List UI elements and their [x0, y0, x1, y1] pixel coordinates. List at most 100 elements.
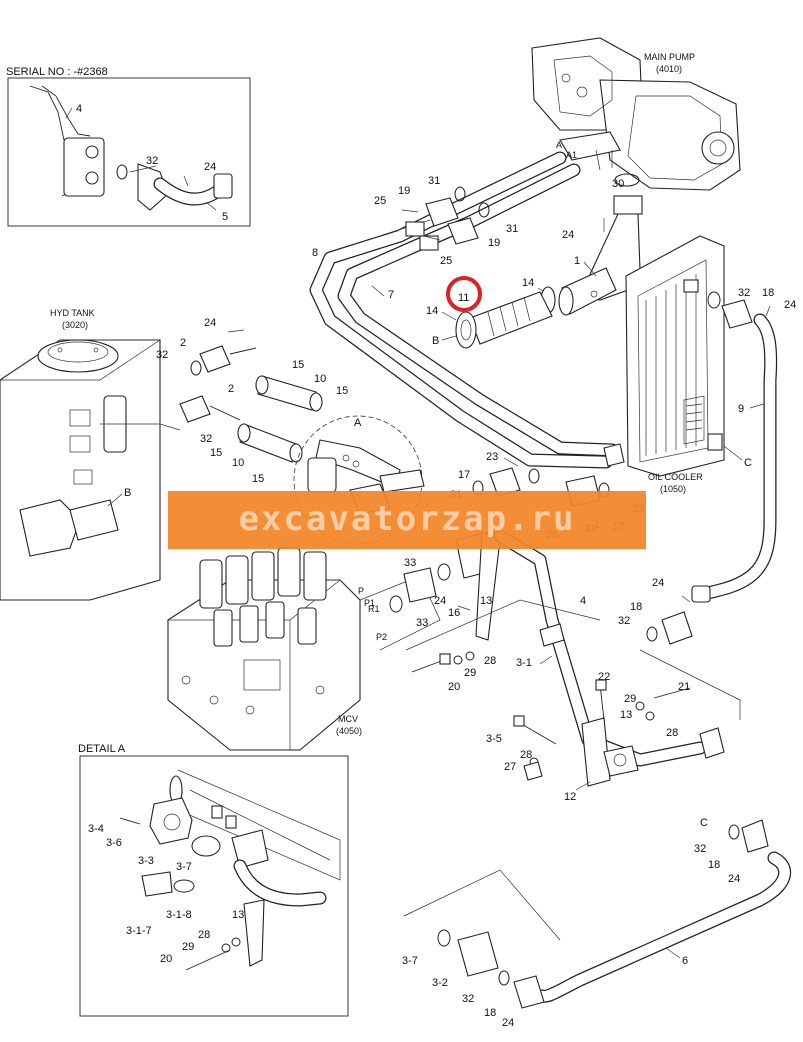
label-14-upper: 14	[522, 277, 534, 289]
label-28-right: 28	[666, 727, 678, 739]
serial-inset: SERIAL NO : -#2368 4 32 24 5	[6, 66, 251, 227]
hose-6-assembly: C 32 18 24 6 3-7 3-2 32 18 24	[402, 817, 792, 1029]
label-25-upper: 25	[374, 195, 386, 207]
label-3-7: 3-7	[402, 955, 418, 967]
pump-flanges: 19 31 25 31 19 25	[374, 175, 518, 267]
label-d-29: 29	[182, 941, 194, 953]
label-32-tank-lower: 32	[200, 433, 212, 445]
label-15-b: 15	[336, 385, 348, 397]
inset-flange-5	[137, 163, 169, 211]
label-14-lower: 14	[426, 305, 438, 317]
hose-9-assembly: 32 18 24 9	[691, 287, 796, 603]
label-32-right: 32	[618, 615, 630, 627]
label-3-5: 3-5	[486, 733, 502, 745]
oil-cooler-code: (1050)	[660, 484, 686, 494]
main-pump: MAIN PUMP (4010) A A1	[531, 37, 741, 191]
oil-cooler: OIL COOLER (1050) C	[625, 235, 752, 494]
label-28-bracket: 28	[520, 749, 532, 761]
label-15-a: 15	[292, 359, 304, 371]
label-4: 4	[580, 595, 586, 607]
label-17-left: 17	[458, 469, 470, 481]
watermark-band: excavatorzap.ru	[168, 491, 646, 549]
label-3-2: 3-2	[432, 977, 448, 989]
serial-inset-frame	[7, 77, 251, 227]
mcv-port-p: P	[358, 586, 364, 596]
label-29-mcv: 29	[464, 667, 476, 679]
label-18-right: 18	[630, 601, 642, 613]
port-a-label: A	[354, 417, 362, 429]
label-d-3-1-7: 3-1-7	[126, 925, 152, 937]
inset-oring-32	[116, 164, 128, 180]
flange-18-right	[661, 611, 693, 645]
label-21: 21	[678, 681, 690, 693]
detail-bushing	[141, 871, 173, 897]
serial-number-label: SERIAL NO : -#2368	[6, 66, 108, 78]
bracket-fasteners: 3-5 28 27	[486, 715, 557, 781]
label-24-mcv: 24	[434, 595, 446, 607]
label-24-suction: 24	[562, 229, 574, 241]
label-7: 7	[388, 289, 394, 301]
label-24-hose6: 24	[728, 873, 740, 885]
label-13-mcv: 13	[480, 595, 492, 607]
flange-18-hose6	[741, 819, 769, 853]
label-inset-24: 24	[204, 161, 216, 173]
label-d-3-1-8: 3-1-8	[166, 909, 192, 921]
label-28-mcv: 28	[484, 655, 496, 667]
mcv-port-p1: P1	[364, 598, 375, 608]
hose-11	[469, 291, 553, 345]
label-27: 27	[504, 761, 516, 773]
label-2-upper: 2	[180, 337, 186, 349]
flange-18-bottom	[513, 975, 545, 1009]
label-9: 9	[738, 403, 744, 415]
label-22: 22	[598, 671, 610, 683]
detail-a-inset: DETAIL A 3-4 3-6 3-3 3-7 3-1-8 3-1-7 13 …	[78, 743, 349, 1017]
label-24-bottom: 24	[502, 1017, 514, 1029]
label-18-cooler: 18	[762, 287, 774, 299]
mcv-code: (4050)	[336, 726, 362, 736]
label-13-right: 13	[620, 709, 632, 721]
label-33-lower: 33	[416, 617, 428, 629]
label-18-bottom: 18	[484, 1007, 496, 1019]
label-16: 16	[448, 607, 460, 619]
label-inset-32: 32	[146, 155, 158, 167]
label-30: 30	[612, 178, 624, 190]
label-6: 6	[682, 955, 688, 967]
label-3-1: 3-1	[516, 657, 532, 669]
oil-cooler-label: OIL COOLER	[648, 472, 703, 482]
frame-leaders	[405, 599, 741, 720]
label-19-upper: 19	[398, 185, 410, 197]
pump-port-a1: A1	[566, 150, 577, 160]
label-29-right: 29	[624, 693, 636, 705]
label-10-lower: 10	[232, 457, 244, 469]
label-d-20: 20	[160, 953, 172, 965]
main-pump-label: MAIN PUMP	[644, 52, 695, 62]
highlight-ring-part-11	[446, 276, 482, 312]
port-b-tank: B	[124, 487, 131, 499]
bracket-12	[581, 717, 611, 787]
label-32-tank-upper: 32	[156, 349, 168, 361]
label-15-d: 15	[252, 473, 264, 485]
label-inset-5: 5	[222, 211, 228, 223]
label-31-upper: 31	[428, 175, 440, 187]
label-15-c: 15	[210, 447, 222, 459]
return-pipe: 4 3-1 12	[493, 529, 725, 803]
watermark-text: excavatorzap.ru	[238, 499, 576, 539]
inset-flange-block	[63, 137, 105, 197]
label-23-left: 23	[486, 451, 498, 463]
main-control-valve: MCV (4050) P P1 R1 P2	[166, 547, 441, 751]
right-fittings: 24 18 32 22 21 29 13 28	[595, 577, 693, 739]
detail-bracket-13	[243, 899, 265, 967]
port-c-hose: C	[700, 817, 708, 829]
label-d-3-4: 3-4	[88, 823, 104, 835]
label-d-28: 28	[198, 929, 210, 941]
label-d-3-3: 3-3	[138, 855, 154, 867]
mcv-label: MCV	[338, 714, 358, 724]
label-25-lower: 25	[440, 255, 452, 267]
label-d-3-7: 3-7	[176, 861, 192, 873]
mcv-bolts: 28 29 20	[411, 651, 496, 693]
flange-19-lower	[447, 217, 479, 245]
mcv-port-p2: P2	[376, 632, 387, 642]
label-10-upper: 10	[314, 373, 326, 385]
label-1-suction: 1	[574, 255, 580, 267]
